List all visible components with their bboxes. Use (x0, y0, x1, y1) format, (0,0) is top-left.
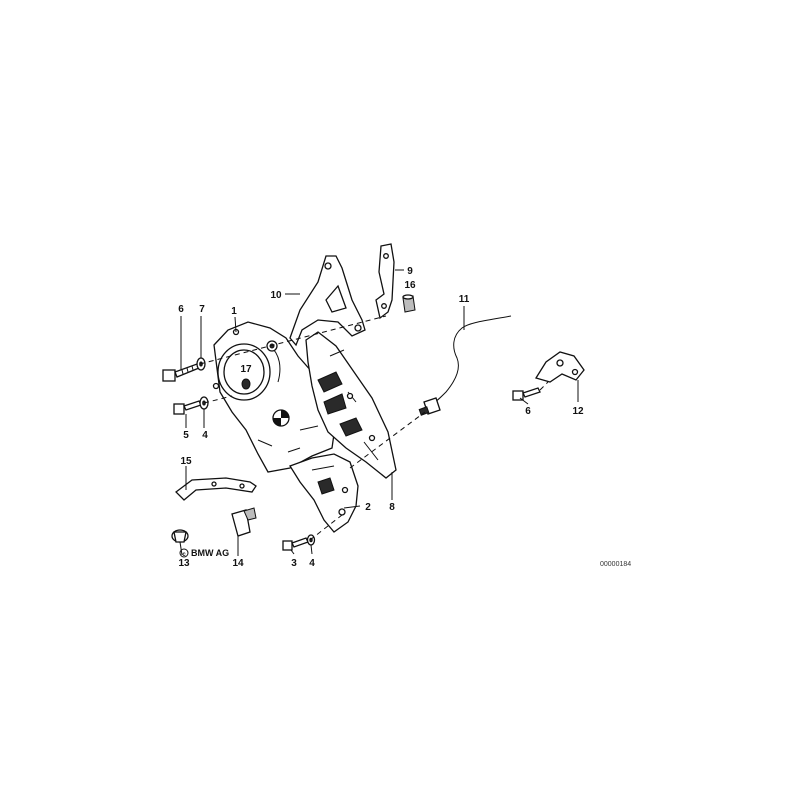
assembly-line-4 (203, 395, 233, 404)
sensor-11 (418, 315, 512, 416)
bracket-10 (289, 255, 366, 347)
bracket-9 (375, 243, 395, 320)
copyright-icon (179, 548, 189, 558)
callout-4-right: 4 (309, 558, 315, 569)
bracket-12 (534, 351, 585, 383)
callout-3: 3 (291, 558, 297, 569)
catalog-code: 00000184 (600, 561, 631, 568)
bolt-3 (282, 537, 309, 551)
callout-17: 17 (240, 364, 252, 375)
callout-1: 1 (231, 306, 237, 317)
bush-16 (402, 294, 416, 313)
clip-14 (231, 507, 257, 537)
callout-15: 15 (180, 456, 192, 467)
washer-4-right (306, 534, 316, 546)
callout-10: 10 (270, 290, 282, 301)
callout-11: 11 (459, 294, 470, 305)
strap-15 (175, 477, 257, 501)
assembly-line-3 (309, 514, 343, 541)
callout-12: 12 (572, 406, 584, 417)
rivet-13 (171, 529, 189, 543)
assembly-line-11 (349, 411, 426, 469)
cover-lower-2 (289, 453, 359, 533)
callout-4-left: 4 (202, 430, 208, 441)
bolt-5 (173, 400, 202, 415)
assembly-line-12 (539, 381, 549, 391)
callout-7: 7 (199, 304, 205, 315)
callout-5: 5 (183, 430, 189, 441)
brand-text: BMW AG (191, 548, 229, 558)
callout-6-left: 6 (178, 304, 184, 315)
cover-lower-8 (305, 331, 397, 479)
callout-lines (179, 269, 579, 556)
callout-2: 2 (365, 502, 371, 513)
callout-8: 8 (389, 502, 395, 513)
copyright-mark: c BMW AG (179, 548, 229, 558)
callout-14: 14 (232, 558, 244, 569)
callout-16: 16 (404, 280, 416, 291)
bolt-6-right (512, 387, 541, 401)
callout-6-right: 6 (525, 406, 531, 417)
cover-upper-1 (212, 321, 337, 473)
callout-13: 13 (178, 558, 190, 569)
callout-9: 9 (407, 266, 413, 277)
svg-text:c: c (182, 552, 186, 558)
